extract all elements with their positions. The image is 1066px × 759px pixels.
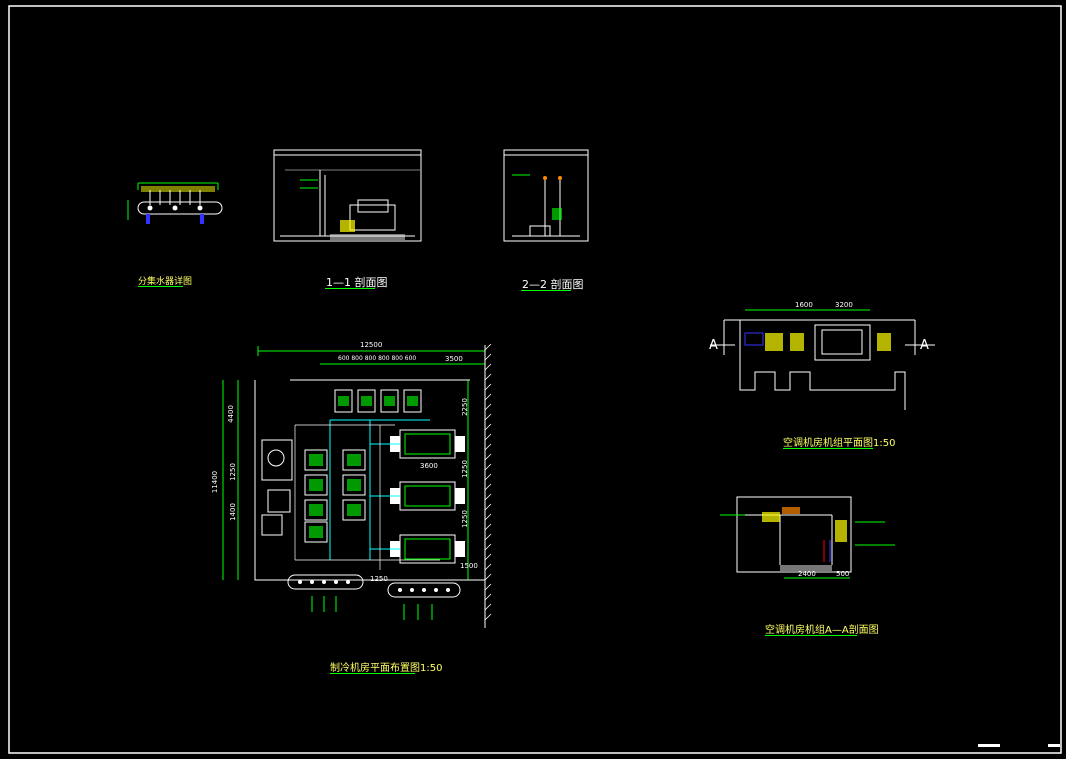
section-2-2-underline	[521, 290, 571, 291]
dim-right-d: 1500	[460, 562, 478, 570]
dim-overall-width: 12500	[360, 341, 383, 349]
chiller-room-plan	[222, 343, 492, 628]
scale-bar	[978, 744, 1000, 747]
dim-right-top-b: 3200	[835, 301, 853, 309]
dim-seg-a: 3500	[445, 355, 463, 363]
dim-bottom: 1250	[370, 575, 388, 583]
dim-left-b: 1250	[228, 463, 237, 481]
ahu-section-underline	[765, 635, 857, 636]
manifold-detail-title: 分集水器详图	[138, 277, 193, 287]
ahu-section-title: 空调机房机组A—A剖面图	[765, 625, 879, 636]
dim-center: 3600	[420, 462, 438, 470]
ahu-plan-title: 空调机房机组平面图1:50	[783, 438, 896, 449]
chiller-plan-underline	[330, 673, 415, 674]
dim-right-a: 2250	[460, 398, 469, 416]
scale-bar-end	[1048, 744, 1060, 747]
ahu-section-aa	[720, 496, 895, 579]
chiller-plan-title: 制冷机房平面布置图1:50	[330, 663, 443, 674]
section-1-1-underline	[325, 288, 375, 289]
section-1-1	[273, 149, 422, 242]
dim-left-total: 11400	[211, 470, 220, 494]
manifold-title-underline	[138, 286, 183, 287]
section-2-2	[503, 149, 589, 242]
dim-right-b: 1250	[460, 460, 469, 478]
ahu-room-plan	[710, 309, 935, 410]
dim-aa-b: 500	[836, 570, 850, 578]
dim-row: 600 800 800 800 800 600	[338, 355, 417, 362]
dim-left-c: 1400	[228, 503, 237, 521]
section-mark-a-left: A	[709, 338, 718, 353]
ahu-plan-underline	[783, 448, 873, 449]
dim-aa-a: 2400	[798, 570, 816, 578]
section-2-2-title: 2—2 剖面图	[522, 278, 584, 291]
section-1-1-title: 1—1 剖面图	[326, 276, 388, 289]
dim-left-a: 4400	[226, 405, 235, 423]
dim-right-top-a: 1600	[795, 301, 813, 309]
manifold-detail	[127, 182, 223, 224]
dim-right-c: 1250	[460, 510, 469, 528]
sheet-border	[8, 5, 1062, 754]
section-mark-a-right: A	[920, 338, 929, 353]
